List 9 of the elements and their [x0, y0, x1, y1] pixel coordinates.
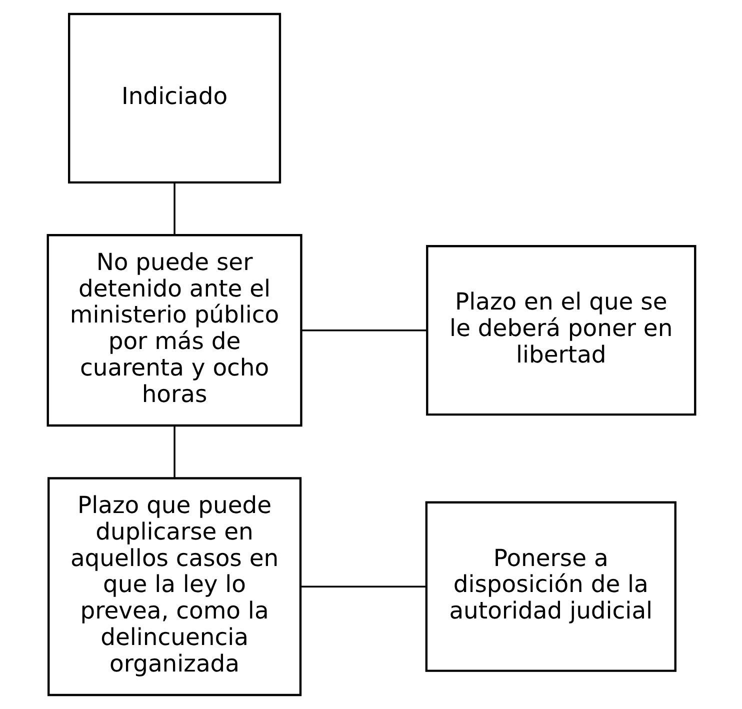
connector: [300, 586, 426, 588]
connector: [173, 426, 175, 478]
node-box: Plazo que puede duplicarse en aquellos casos en que la ley lo prevea, como la delincuencia organizada: [47, 477, 302, 696]
node-box: No puede ser detenido ante el ministerio público por más de cuarenta y ocho horas: [46, 234, 302, 427]
node-box: Ponerse a disposición de la autoridad judicial: [424, 501, 676, 672]
node-box: Plazo en el que se le deberá poner en libertad: [426, 245, 696, 416]
node-box: Indiciado: [68, 12, 281, 184]
connector: [301, 329, 426, 332]
connector: [173, 182, 175, 235]
